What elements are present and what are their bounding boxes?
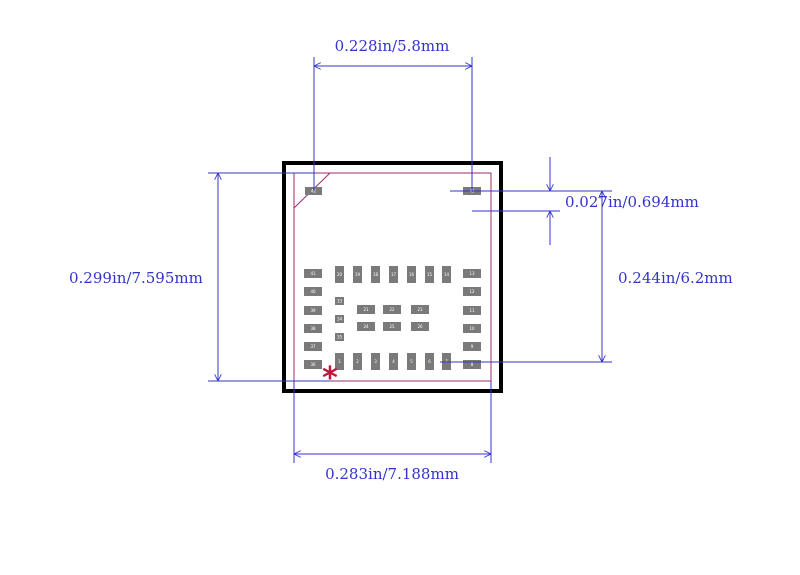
pad-bottom-1: 1 — [335, 353, 344, 370]
pad-height-label: 0.027in/0.694mm — [565, 193, 699, 211]
pad-right-11: 11 — [463, 306, 481, 315]
dimension-top-width: 0.228in/5.8mm — [313, 37, 473, 190]
pad-top-20: 20 — [335, 266, 344, 283]
pad-label: 42 — [311, 189, 317, 194]
pad-label: 18 — [373, 272, 379, 277]
pad-label: 36 — [310, 362, 316, 367]
pad-center-24: 24 — [357, 322, 375, 331]
pad-right-10: 10 — [463, 324, 481, 333]
pad-label: 13 — [469, 271, 475, 276]
pad-right-13: 13 — [463, 269, 481, 278]
pad-label: 16 — [409, 272, 415, 277]
pad-center-22: 22 — [383, 305, 401, 314]
pad-label: 33 — [337, 299, 343, 304]
left-height-label: 0.299in/7.595mm — [69, 269, 203, 287]
pad-label: 20 — [337, 272, 343, 277]
pad-label: 15 — [427, 272, 433, 277]
pad-bottom-3: 3 — [371, 353, 380, 370]
pad-label: 25 — [389, 324, 395, 329]
pad-top-16: 16 — [407, 266, 416, 283]
pad-top-14: 14 — [442, 266, 451, 283]
pad-label: 34 — [337, 317, 343, 322]
pad-bottom-4: 4 — [389, 353, 398, 370]
pad-center-21: 21 — [357, 305, 375, 314]
pad-inner-33: 33 — [335, 297, 344, 305]
pad-top-18: 18 — [371, 266, 380, 283]
dimension-left-height: 0.299in/7.595mm — [69, 172, 330, 382]
dimension-pad-height: 0.027in/0.694mm — [450, 157, 699, 245]
pad-label: 6 — [428, 359, 431, 364]
pad-label: 23 — [417, 307, 423, 312]
component-outline — [282, 161, 503, 393]
pad-label: 1 — [338, 359, 341, 364]
pad-inner-35: 35 — [335, 333, 344, 341]
pad-left-39: 39 — [304, 306, 322, 315]
pad-inner-34: 34 — [335, 315, 344, 323]
pad-label: 21 — [363, 307, 369, 312]
pad-label: 26 — [417, 324, 423, 329]
pad-label: 39 — [310, 308, 316, 313]
pad-right-12: 12 — [463, 287, 481, 296]
pad-top-17: 17 — [389, 266, 398, 283]
pad-label: 3 — [374, 359, 377, 364]
dimension-right-height: 0.244in/6.2mm — [440, 190, 733, 363]
pin1-marker-icon: * — [322, 361, 338, 396]
pad-label: 38 — [310, 326, 316, 331]
pad-left-38: 38 — [304, 324, 322, 333]
pad-label: 17 — [391, 272, 397, 277]
pad-label: 10 — [469, 326, 475, 331]
pad-center-25: 25 — [383, 322, 401, 331]
pad-left-36: 36 — [304, 360, 322, 369]
top-width-label: 0.228in/5.8mm — [335, 37, 450, 55]
pad-label: 40 — [310, 289, 316, 294]
pad-label: 9 — [471, 344, 474, 349]
pad-corner-42: 42 — [305, 187, 322, 195]
pad-label: 37 — [310, 344, 316, 349]
pad-left-41: 41 — [304, 269, 322, 278]
bottom-width-label: 0.283in/7.188mm — [325, 465, 459, 483]
pad-bottom-5: 5 — [407, 353, 416, 370]
pad-left-40: 40 — [304, 287, 322, 296]
pad-top-15: 15 — [425, 266, 434, 283]
pad-bottom-2: 2 — [353, 353, 362, 370]
pad-right-8: 8 — [463, 360, 481, 369]
pad-label: 8 — [471, 362, 474, 367]
dimension-bottom-width: 0.283in/7.188mm — [293, 381, 492, 483]
pad-label: 12 — [469, 289, 475, 294]
pad-center-26: 26 — [411, 322, 429, 331]
pad-bottom-6: 6 — [425, 353, 434, 370]
right-height-label: 0.244in/6.2mm — [618, 269, 733, 287]
pad-label: 22 — [389, 307, 395, 312]
pad-label: 11 — [469, 308, 475, 313]
pads-layer: 4140393837363334351234567131211109820191… — [304, 187, 481, 370]
pad-label: 35 — [337, 335, 343, 340]
pad-label: 2 — [356, 359, 359, 364]
courtyard-outline — [293, 172, 492, 382]
pad-label: 14 — [444, 272, 450, 277]
pad-label: 5 — [410, 359, 413, 364]
pad-left-37: 37 — [304, 342, 322, 351]
pad-label: 24 — [363, 324, 369, 329]
pad-label: 19 — [355, 272, 361, 277]
pad-label: 41 — [310, 271, 316, 276]
pad-center-23: 23 — [411, 305, 429, 314]
pad-top-19: 19 — [353, 266, 362, 283]
pad-right-9: 9 — [463, 342, 481, 351]
pad-label: 4 — [392, 359, 395, 364]
